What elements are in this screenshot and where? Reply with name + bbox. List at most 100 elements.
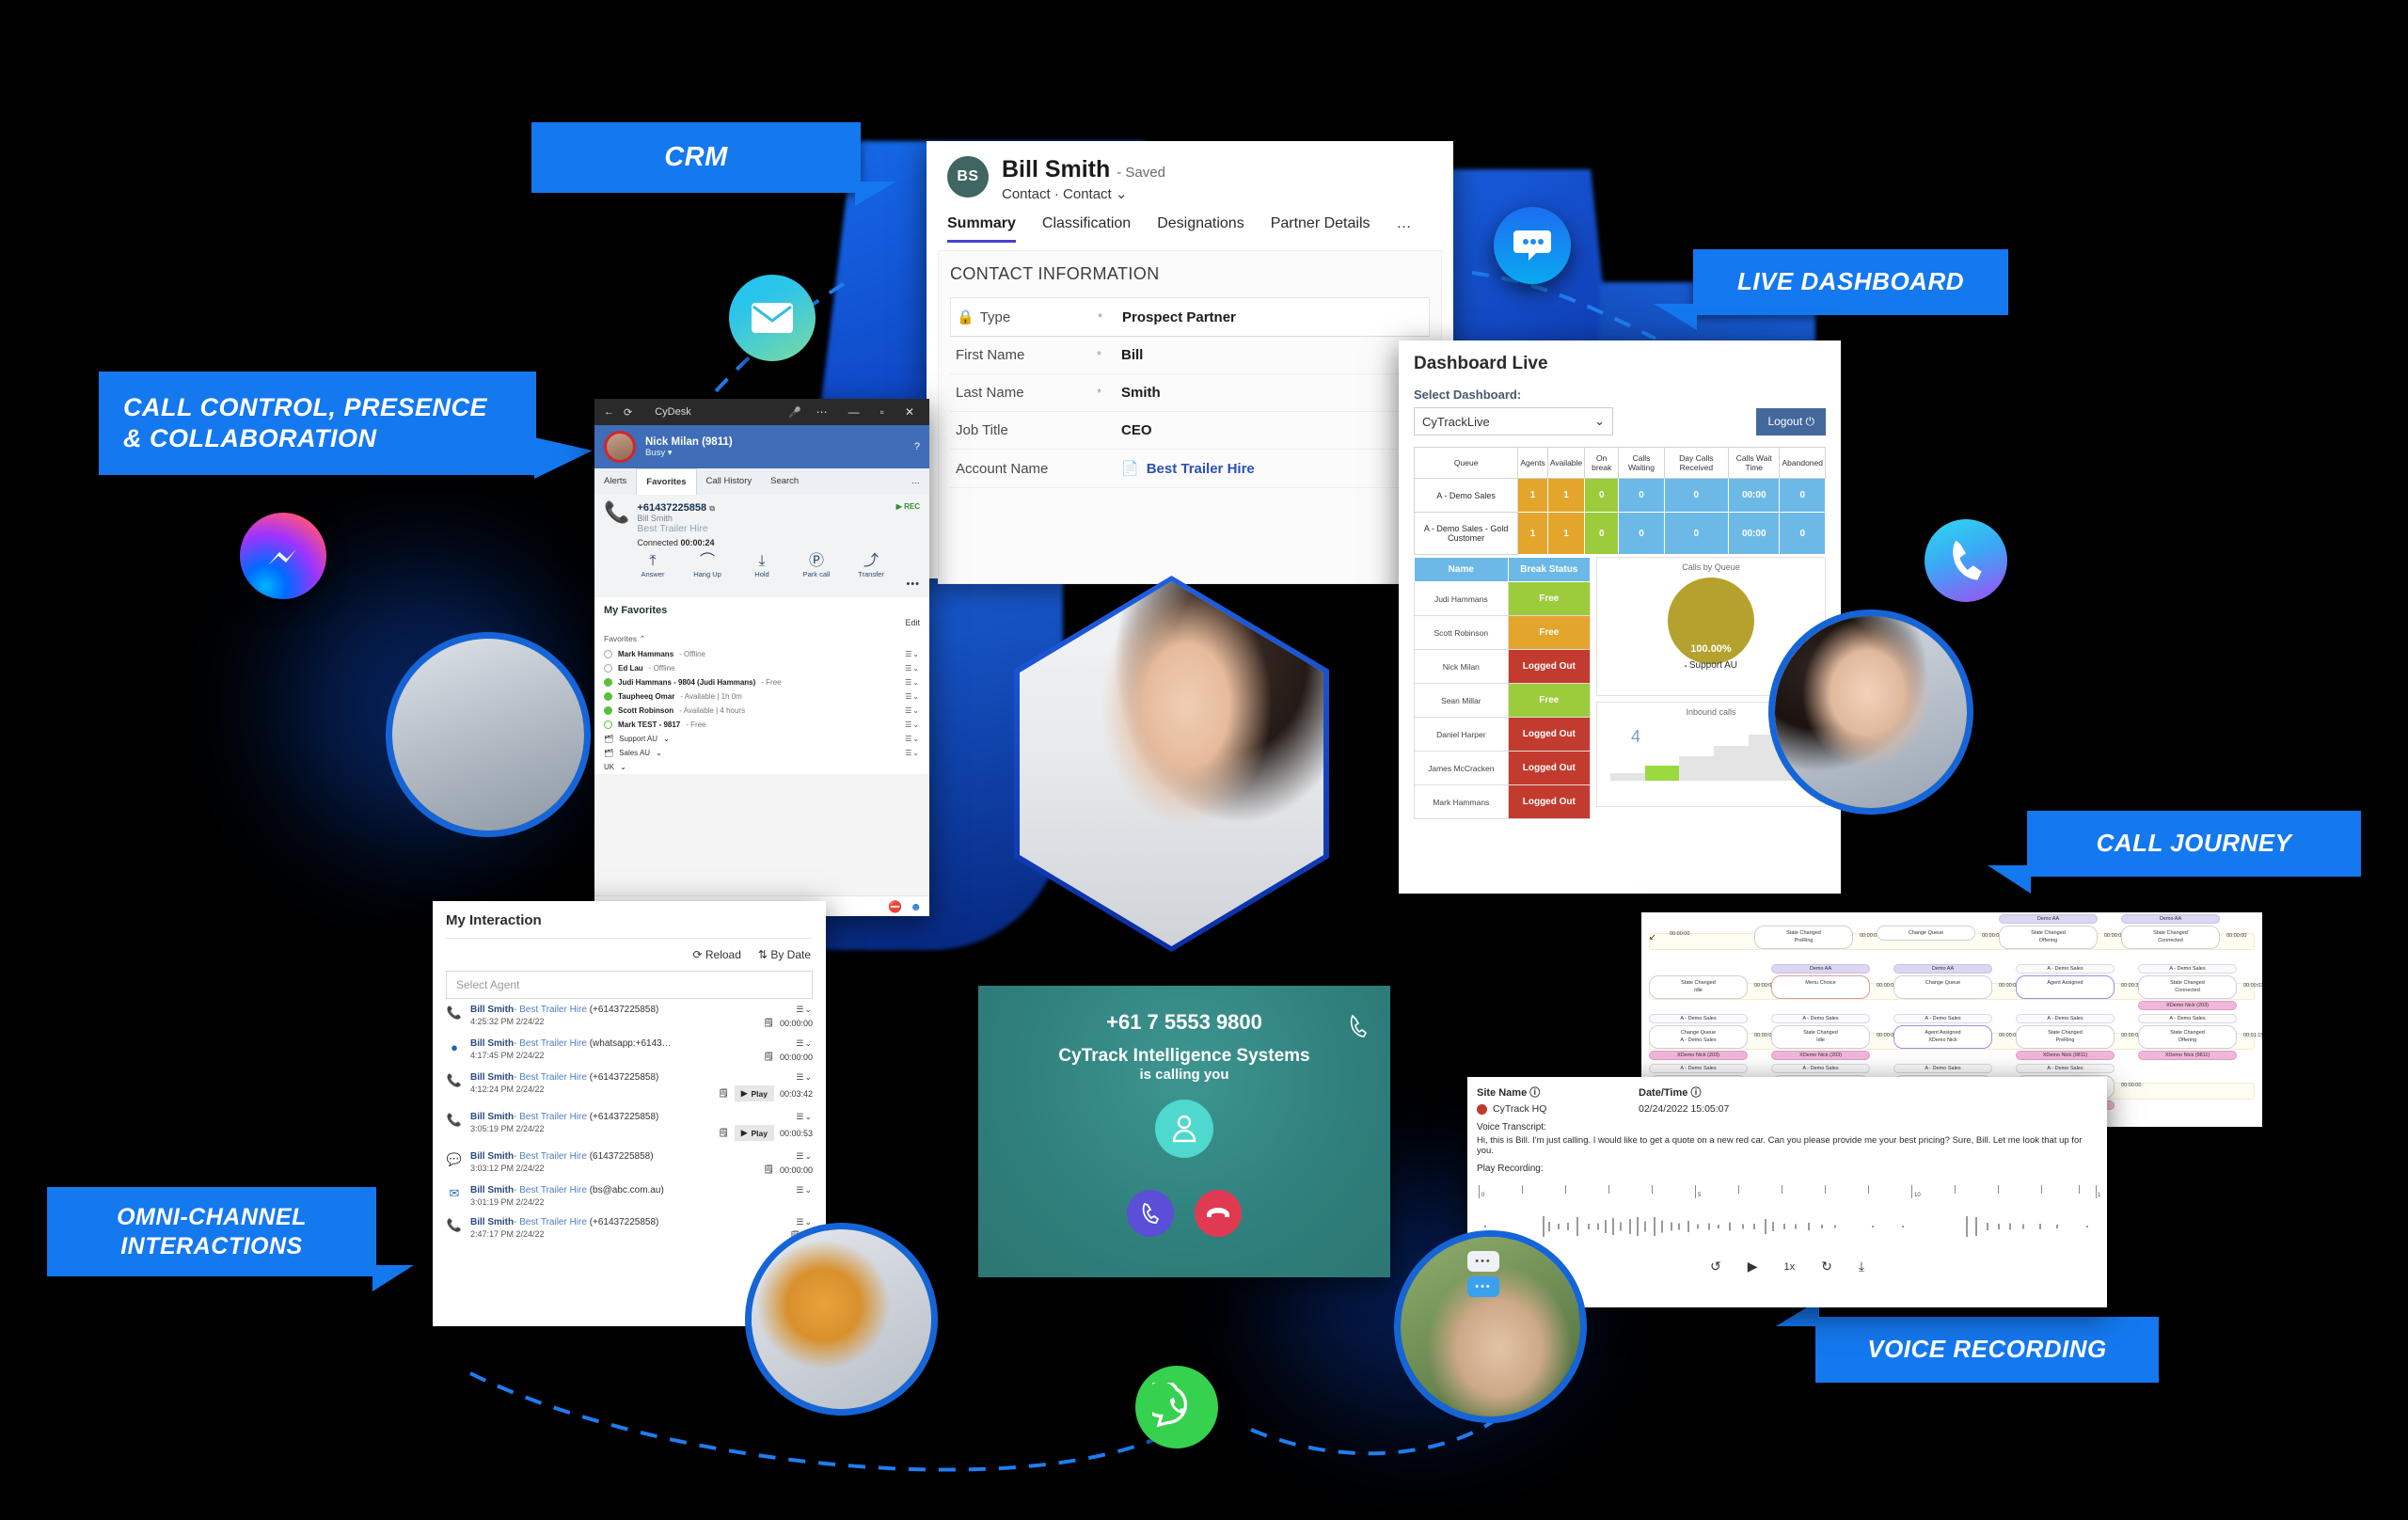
chevron-down-icon[interactable]: ⌄	[1115, 186, 1128, 202]
list-item[interactable]: Ed Lau - Offline ☰⌄	[594, 660, 929, 675]
edit-favorites-button[interactable]: Edit	[594, 617, 929, 631]
journey-node[interactable]: State Changed Idle	[1649, 975, 1748, 999]
field-type[interactable]: 🔒 Type * Prospect Partner	[950, 297, 1430, 337]
email-icon[interactable]	[729, 275, 816, 361]
close-button[interactable]: ✕	[904, 405, 914, 419]
journey-node[interactable]: Demo AA Menu Choice	[1771, 964, 1870, 999]
play-button[interactable]: ▶Play	[734, 1125, 774, 1141]
rewind-icon[interactable]: ↺	[1709, 1259, 1721, 1274]
row-menu-icon[interactable]: ☰⌄	[796, 1217, 813, 1227]
tab-summary[interactable]: Summary	[947, 215, 1016, 243]
call-more-icon[interactable]: •••	[906, 578, 920, 590]
journey-node[interactable]: State Changed PreRing	[1754, 926, 1853, 949]
row-menu-icon[interactable]: ☰⌄	[905, 748, 920, 757]
tab-more-icon[interactable]: …	[911, 476, 921, 486]
play-button[interactable]: ▶Play	[734, 1085, 774, 1101]
row-menu-icon[interactable]: ☰⌄	[796, 1185, 813, 1195]
reload-button[interactable]: ⟳ Reload	[692, 948, 741, 961]
messenger-icon[interactable]	[240, 513, 326, 599]
hold-button[interactable]: ⤓Hold	[741, 553, 783, 578]
row-menu-icon[interactable]: ☰⌄	[905, 677, 920, 687]
microphone-icon[interactable]: 🎤	[787, 406, 801, 419]
journey-node[interactable]: A - Demo Sales Change Queue A - Demo Sal…	[1649, 1014, 1748, 1060]
info-icon[interactable]: ⓘ	[1529, 1087, 1541, 1099]
accept-call-button[interactable]	[1127, 1190, 1174, 1237]
info-icon[interactable]: ⓘ	[1690, 1087, 1702, 1099]
logout-button[interactable]: Logout ⏻	[1756, 407, 1826, 435]
journey-node[interactable]: Demo AA State Changed Connected	[2121, 914, 2220, 949]
journey-node[interactable]: A - Demo Sales Agent Assigned XDemo Nick	[1893, 1014, 1992, 1049]
field-first-name[interactable]: First Name * Bill	[950, 337, 1430, 374]
copy-icon[interactable]: ⧉	[709, 504, 715, 513]
presence-status[interactable]: Busy ▾	[645, 447, 673, 458]
journey-node[interactable]: A - Demo Sales State Changed Idle XDemo …	[1771, 1014, 1870, 1060]
field-account-name[interactable]: Account Name 📄 Best Trailer Hire	[950, 450, 1430, 488]
hangup-button[interactable]: ⌒Hang Up	[687, 553, 728, 578]
sort-by-date-button[interactable]: ⇅ By Date	[757, 948, 811, 961]
tab-favorites[interactable]: Favorites	[636, 468, 697, 495]
back-arrow-icon[interactable]: ←	[604, 406, 614, 418]
row-menu-icon[interactable]: ☰⌄	[905, 705, 920, 715]
row-menu-icon[interactable]: ☰⌄	[796, 1151, 813, 1161]
list-item[interactable]: 💬 Bill Smith- Best Trailer Hire (6143722…	[446, 1146, 813, 1180]
assistant-icon[interactable]: ☻	[910, 899, 922, 913]
maximize-button[interactable]: ▫	[879, 405, 884, 419]
row-menu-icon[interactable]: ☰⌄	[796, 1005, 813, 1014]
audio-waveform[interactable]	[1477, 1204, 2098, 1249]
list-item[interactable]: Taupheeq Omar - Available | 1h 0m ☰⌄	[594, 689, 929, 704]
tab-classification[interactable]: Classification	[1041, 215, 1132, 231]
row-menu-icon[interactable]: ☰⌄	[905, 663, 920, 673]
minimize-button[interactable]: —	[848, 405, 860, 419]
group-item-uk[interactable]: UK ⌄	[594, 759, 929, 774]
list-item[interactable]: Mark Hammans - Offline ☰⌄	[594, 646, 929, 661]
list-item[interactable]: 📞 Bill Smith- Best Trailer Hire (+614372…	[446, 1106, 813, 1146]
row-menu-icon[interactable]: ☰⌄	[905, 649, 920, 658]
chat-bubble-icon[interactable]	[1494, 207, 1571, 284]
decline-call-button[interactable]	[1195, 1190, 1242, 1237]
tab-search[interactable]: Search	[770, 476, 800, 486]
journey-node[interactable]: Demo AA Change Queue	[1893, 964, 1992, 999]
tab-designations[interactable]: Designations	[1157, 215, 1244, 231]
select-agent-input[interactable]: Select Agent	[446, 971, 813, 999]
transfer-button[interactable]: ⤴Transfer	[850, 553, 892, 578]
more-icon[interactable]: ⋯	[816, 405, 828, 419]
dashboard-select[interactable]: CyTrackLive ⌄	[1414, 407, 1613, 435]
journey-node[interactable]: A - Demo Sales State Changed Offering XD…	[2138, 1014, 2237, 1060]
favorites-group-header[interactable]: Favorites ⌃	[594, 630, 929, 647]
list-item[interactable]: ● Bill Smith- Best Trailer Hire (whatsap…	[446, 1033, 813, 1067]
breadcrumb[interactable]: Contact · Contact ⌄	[1002, 185, 1165, 202]
row-menu-icon[interactable]: ☰⌄	[905, 734, 920, 743]
journey-node[interactable]: A - Demo Sales State Changed PreRing XDe…	[2016, 1014, 2115, 1060]
row-menu-icon[interactable]: ☰⌄	[796, 1072, 813, 1082]
list-item[interactable]: 📞 Bill Smith- Best Trailer Hire (+614372…	[446, 1067, 813, 1106]
field-value[interactable]: 📄 Best Trailer Hire	[1121, 460, 1255, 478]
journey-node[interactable]: Change Queue	[1877, 926, 1975, 942]
phone-icon[interactable]	[1925, 519, 2007, 602]
list-item[interactable]: Judi Hammans - 9804 (Judi Hammans) - Fre…	[594, 674, 929, 689]
speed-button[interactable]: 1x	[1783, 1260, 1796, 1273]
play-icon[interactable]: ▶	[1747, 1259, 1758, 1274]
whatsapp-icon[interactable]	[1135, 1366, 1218, 1449]
group-item-support-au[interactable]: 🗂 Support AU ⌄ ☰⌄	[594, 731, 929, 746]
tab-more-icon[interactable]: …	[1396, 215, 1412, 231]
field-last-name[interactable]: Last Name * Smith	[950, 374, 1430, 412]
row-menu-icon[interactable]: ☰⌄	[905, 691, 920, 701]
tab-call-history[interactable]: Call History	[705, 476, 752, 486]
list-item[interactable]: Mark TEST - 9817 - Free ☰⌄	[594, 717, 929, 732]
row-menu-icon[interactable]: ☰⌄	[796, 1112, 813, 1121]
tab-partner-details[interactable]: Partner Details	[1270, 215, 1370, 231]
list-item[interactable]: ✉ Bill Smith- Best Trailer Hire (bs@abc.…	[446, 1180, 813, 1211]
journey-node[interactable]: A - Demo Sales State Changed Connected X…	[2138, 964, 2237, 1010]
journey-node[interactable]: Demo AA State Changed Offering	[1999, 914, 2098, 949]
row-menu-icon[interactable]: ☰⌄	[905, 720, 920, 729]
list-item[interactable]: 📞 Bill Smith- Best Trailer Hire (+614372…	[446, 1211, 813, 1245]
refresh-icon[interactable]: ⟳	[624, 406, 633, 419]
tab-alerts[interactable]: Alerts	[604, 476, 627, 486]
field-job-title[interactable]: Job Title CEO	[950, 412, 1430, 450]
row-menu-icon[interactable]: ☰⌄	[796, 1038, 813, 1048]
dnd-icon[interactable]: ⛔	[888, 899, 903, 913]
group-item-sales-au[interactable]: 🗂 Sales AU ⌄ ☰⌄	[594, 745, 929, 760]
help-icon[interactable]: ?	[913, 441, 920, 452]
forward-icon[interactable]: ↻	[1821, 1259, 1832, 1274]
